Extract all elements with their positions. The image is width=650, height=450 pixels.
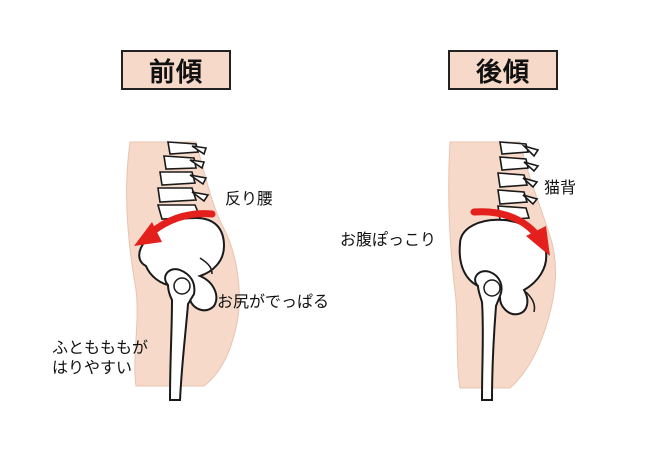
label-thigh-line2: はりやすい (52, 358, 133, 377)
title-posterior-tilt: 後傾 (448, 50, 558, 90)
right-tilt-arrow (470, 208, 540, 238)
label-hunchback: 猫背 (544, 178, 577, 197)
label-thigh-line1: ふともももが (52, 338, 149, 357)
label-belly-protrude: お腹ぽっこり (340, 230, 437, 249)
left-tilt-arrow (148, 210, 216, 236)
left-spine (156, 141, 210, 220)
label-swayback: 反り腰 (225, 189, 274, 208)
title-anterior-tilt: 前傾 (121, 50, 231, 90)
right-femur (474, 270, 503, 401)
left-figure (126, 141, 240, 401)
label-buttocks-protrude: お尻がでっぱる (217, 292, 330, 311)
right-figure (448, 141, 556, 401)
left-femur (164, 268, 196, 401)
right-spine (497, 141, 540, 221)
